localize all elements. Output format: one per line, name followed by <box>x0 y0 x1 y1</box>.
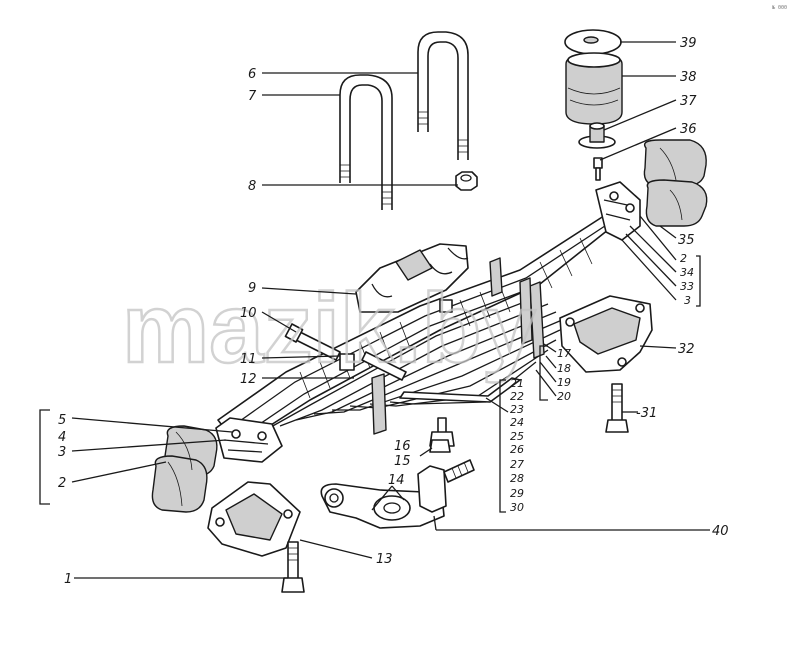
group-brackets <box>39 255 701 513</box>
callout-2-front: 2 <box>58 476 66 491</box>
callout-28: 28 <box>510 472 524 485</box>
callout-8: 8 <box>248 179 256 194</box>
callout-27: 27 <box>510 458 524 471</box>
callout-32: 32 <box>678 342 695 357</box>
callout-16: 16 <box>394 439 411 454</box>
callout-1: 1 <box>64 572 72 587</box>
callout-4: 4 <box>58 430 66 445</box>
callout-11: 11 <box>240 352 257 367</box>
bracket-32 <box>559 295 653 373</box>
callout-35: 35 <box>678 233 695 248</box>
callout-21: 21 <box>510 377 524 390</box>
callout-7: 7 <box>248 89 257 104</box>
u-bolt-6 <box>417 31 469 160</box>
watermark: mazik.by <box>122 273 536 383</box>
callout-39: 39 <box>680 36 697 51</box>
rear-eye-bracket <box>595 181 641 241</box>
callout-2-rear: 2 <box>680 252 687 265</box>
leader-lines <box>71 41 710 579</box>
rubber-cushion-38 <box>565 52 623 125</box>
bushing-37 <box>578 122 616 149</box>
callout-23: 23 <box>510 403 524 416</box>
callout-29: 29 <box>510 487 524 500</box>
callout-19: 19 <box>557 376 571 389</box>
front-rubber-pads <box>151 425 218 513</box>
callout-31: -31 <box>636 406 657 421</box>
callout-38: 38 <box>680 70 697 85</box>
callout-34: 34 <box>680 266 694 279</box>
callout-20: 20 <box>557 390 571 403</box>
callout-30: 30 <box>510 501 524 514</box>
washer-39 <box>564 29 622 55</box>
callout-6: 6 <box>248 67 256 82</box>
bolt-15-16 <box>429 439 451 453</box>
callout-26: 26 <box>510 443 524 456</box>
front-eye-bracket <box>215 417 283 463</box>
callout-17: 17 <box>557 347 571 360</box>
bolt-31 <box>605 383 629 433</box>
bolt-1 <box>281 541 305 593</box>
callout-33: 33 <box>680 280 694 293</box>
callout-40: 40 <box>712 524 729 539</box>
callout-14: 14 <box>388 473 405 488</box>
bolt-10-11 <box>284 323 341 361</box>
arm-14 <box>320 483 445 529</box>
callout-36: 36 <box>680 122 697 137</box>
u-bolt-7 <box>339 74 393 210</box>
callout-3-front: 3 <box>58 445 66 460</box>
cap-13 <box>207 481 301 557</box>
spring-clips <box>371 257 545 435</box>
callout-15: 15 <box>394 454 411 469</box>
pin-12 <box>339 351 407 381</box>
callout-5: 5 <box>58 413 66 428</box>
callout-labels: 1 2 3 4 5 6 7 8 9 10 11 12 13 14 15 16 1… <box>58 36 729 587</box>
callout-3-rear: 3 <box>684 294 691 307</box>
callout-25: 25 <box>510 430 524 443</box>
callout-24: 24 <box>510 416 524 429</box>
bolt-36 <box>593 157 603 181</box>
callout-9: 9 <box>248 281 256 296</box>
pin-40 <box>417 459 475 513</box>
callout-10: 10 <box>240 306 257 321</box>
callout-12: 12 <box>240 372 257 387</box>
rubber-pad-35 <box>643 139 708 227</box>
callout-22: 22 <box>510 390 524 403</box>
callout-18: 18 <box>557 362 571 375</box>
nut-8 <box>455 171 478 191</box>
spring-saddle-9 <box>355 243 469 313</box>
callout-13: 13 <box>376 552 393 567</box>
callout-37: 37 <box>680 94 697 109</box>
corner-mark: № 000 <box>772 5 787 11</box>
